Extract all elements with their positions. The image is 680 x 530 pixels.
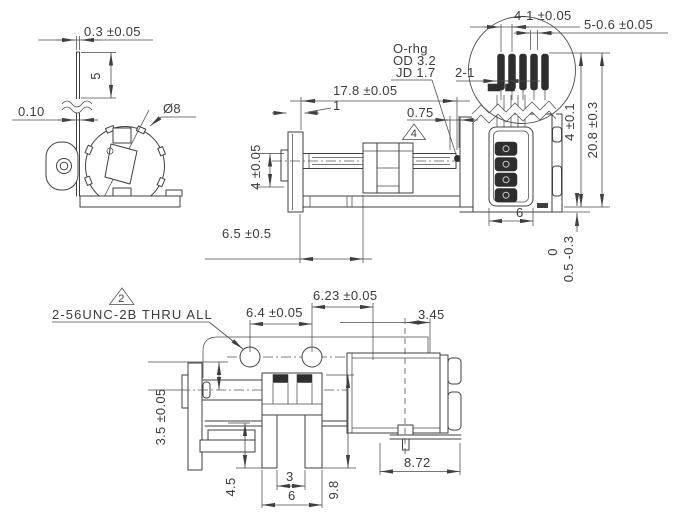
svg-text:0: 0	[545, 248, 560, 256]
dim-motor-length: 8.72	[379, 443, 461, 475]
bracket-hole	[56, 158, 72, 174]
triangle-flag-icon	[401, 123, 427, 140]
pin-foot	[487, 83, 501, 92]
dim-shaft-height: 4 ±0.05	[248, 144, 284, 190]
svg-text:O-rhg: O-rhg	[393, 41, 428, 56]
break-line	[61, 100, 93, 108]
detail-view: 4-1 ±0.05 5-0.6 ±0.05 2-1	[455, 8, 668, 124]
bottom-view	[180, 318, 462, 471]
break-line	[471, 110, 557, 125]
svg-text:20.8 ±0.3: 20.8 ±0.3	[585, 102, 600, 159]
svg-text:0.3 ±0.05: 0.3 ±0.05	[84, 24, 141, 39]
svg-text:4-1 ±0.05: 4-1 ±0.05	[514, 8, 572, 23]
break-band	[472, 101, 556, 124]
flange-pin	[402, 438, 410, 451]
dim-plate-height: 3.5 ±0.05	[148, 361, 228, 446]
triangle-flag-icon	[108, 287, 135, 305]
fpc-pads	[494, 141, 518, 203]
pin	[541, 53, 549, 91]
rotor-keystone	[104, 143, 138, 185]
pin-foot	[505, 83, 515, 92]
motor-flange	[459, 116, 474, 208]
dim-hole-spacing: 6.4 ±0.05	[246, 303, 313, 352]
svg-text:JD 1.7: JD 1.7	[396, 65, 435, 80]
svg-text:4 ±0.05: 4 ±0.05	[248, 144, 263, 189]
dim-tab-offset: 3.45	[340, 307, 445, 353]
end-plate	[287, 131, 304, 213]
dim-runout: 0.10	[12, 104, 98, 123]
side-view	[272, 95, 563, 213]
flag-note-4: 4	[401, 123, 427, 140]
dim-bracket-height: 9.8	[322, 374, 356, 500]
svg-text:4 ±0.1: 4 ±0.1	[562, 103, 577, 141]
dim-pin-height: 4 ±0.1	[549, 52, 610, 207]
solder-pins	[487, 53, 549, 100]
svg-text:2-56UNC-2B THRU ALL: 2-56UNC-2B THRU ALL	[52, 307, 213, 322]
dim-shaft-length: 6.5 ±0.5	[205, 195, 372, 263]
base-foot	[79, 195, 181, 208]
svg-text:0.5 -0.3: 0.5 -0.3	[561, 236, 576, 282]
dim-base-step: 0 0.5 -0.3	[545, 193, 590, 282]
svg-text:3.5 ±0.05: 3.5 ±0.05	[153, 389, 168, 446]
svg-text:6.4 ±0.05: 6.4 ±0.05	[246, 305, 303, 320]
bracket-leg	[261, 414, 278, 469]
svg-text:1: 1	[333, 98, 341, 113]
dim-diameter: Ø8	[149, 101, 196, 127]
svg-text:9.8: 9.8	[326, 481, 341, 500]
bearing-boss	[280, 149, 289, 182]
svg-text:3: 3	[286, 469, 294, 484]
bracket-leg	[304, 414, 323, 469]
dim-body-length: 17.8 ±0.05	[290, 83, 470, 150]
carriage	[261, 372, 323, 416]
svg-text:17.8 ±0.05: 17.8 ±0.05	[333, 83, 397, 98]
svg-text:6.23 ±0.05: 6.23 ±0.05	[313, 288, 377, 303]
dim-overall-height: 20.8 ±0.3	[564, 53, 610, 208]
dim-carriage-offset: 6.23 ±0.05	[312, 288, 377, 360]
dim-oring-offset: 0.75	[407, 105, 478, 150]
dim-leg-width: 6	[261, 470, 323, 508]
mount-ear	[112, 127, 132, 144]
svg-text:5-0.6 ±0.05: 5-0.6 ±0.05	[584, 17, 653, 32]
svg-text:6: 6	[288, 488, 296, 503]
svg-text:8.72: 8.72	[404, 455, 431, 470]
break-line	[61, 106, 93, 114]
pin	[519, 53, 527, 91]
dim-pin-rows: 2-1	[455, 65, 540, 84]
svg-text:Ø8: Ø8	[163, 101, 181, 116]
svg-text:6: 6	[516, 205, 524, 220]
svg-text:2: 2	[118, 293, 124, 305]
bracket	[45, 141, 79, 191]
svg-text:4: 4	[411, 128, 417, 140]
dim-leg-height: 4.5	[223, 422, 262, 497]
dim-fpc-width: 6	[488, 205, 534, 226]
svg-text:OD 3.2: OD 3.2	[393, 53, 436, 68]
svg-text:4.5: 4.5	[223, 478, 238, 497]
dim-plate-width: 1	[272, 98, 341, 116]
dim-pin-pitch: 4-1 ±0.05	[470, 8, 580, 52]
frame-rail	[302, 195, 461, 208]
svg-text:6.5 ±0.5: 6.5 ±0.5	[222, 226, 271, 241]
mounting-plate	[202, 336, 429, 378]
svg-text:5: 5	[88, 72, 103, 80]
svg-text:0.75: 0.75	[407, 105, 434, 120]
dim-slot-width: 3	[276, 469, 306, 490]
svg-text:0.10: 0.10	[18, 104, 45, 119]
svg-text:3.45: 3.45	[418, 307, 445, 322]
flag-note-2: 2	[108, 287, 135, 305]
motor-body	[346, 352, 441, 434]
end-plate	[187, 362, 203, 471]
dim-shaft-tip: 5	[81, 52, 116, 99]
dim-pin-width: 5-0.6 ±0.05	[514, 17, 668, 50]
oring-note: O-rhg OD 3.2 JD 1.7	[391, 41, 457, 157]
thread-note: 2-56UNC-2B THRU ALL	[52, 307, 244, 350]
dim-plate-thickness: 0.3 ±0.05	[38, 24, 153, 50]
front-view: 0.3 ±0.05 5 0.10 Ø8	[12, 24, 196, 208]
flange-tab	[397, 424, 414, 436]
svg-text:2-1: 2-1	[455, 65, 475, 80]
pin	[530, 53, 538, 91]
detail-circle	[468, 16, 576, 124]
